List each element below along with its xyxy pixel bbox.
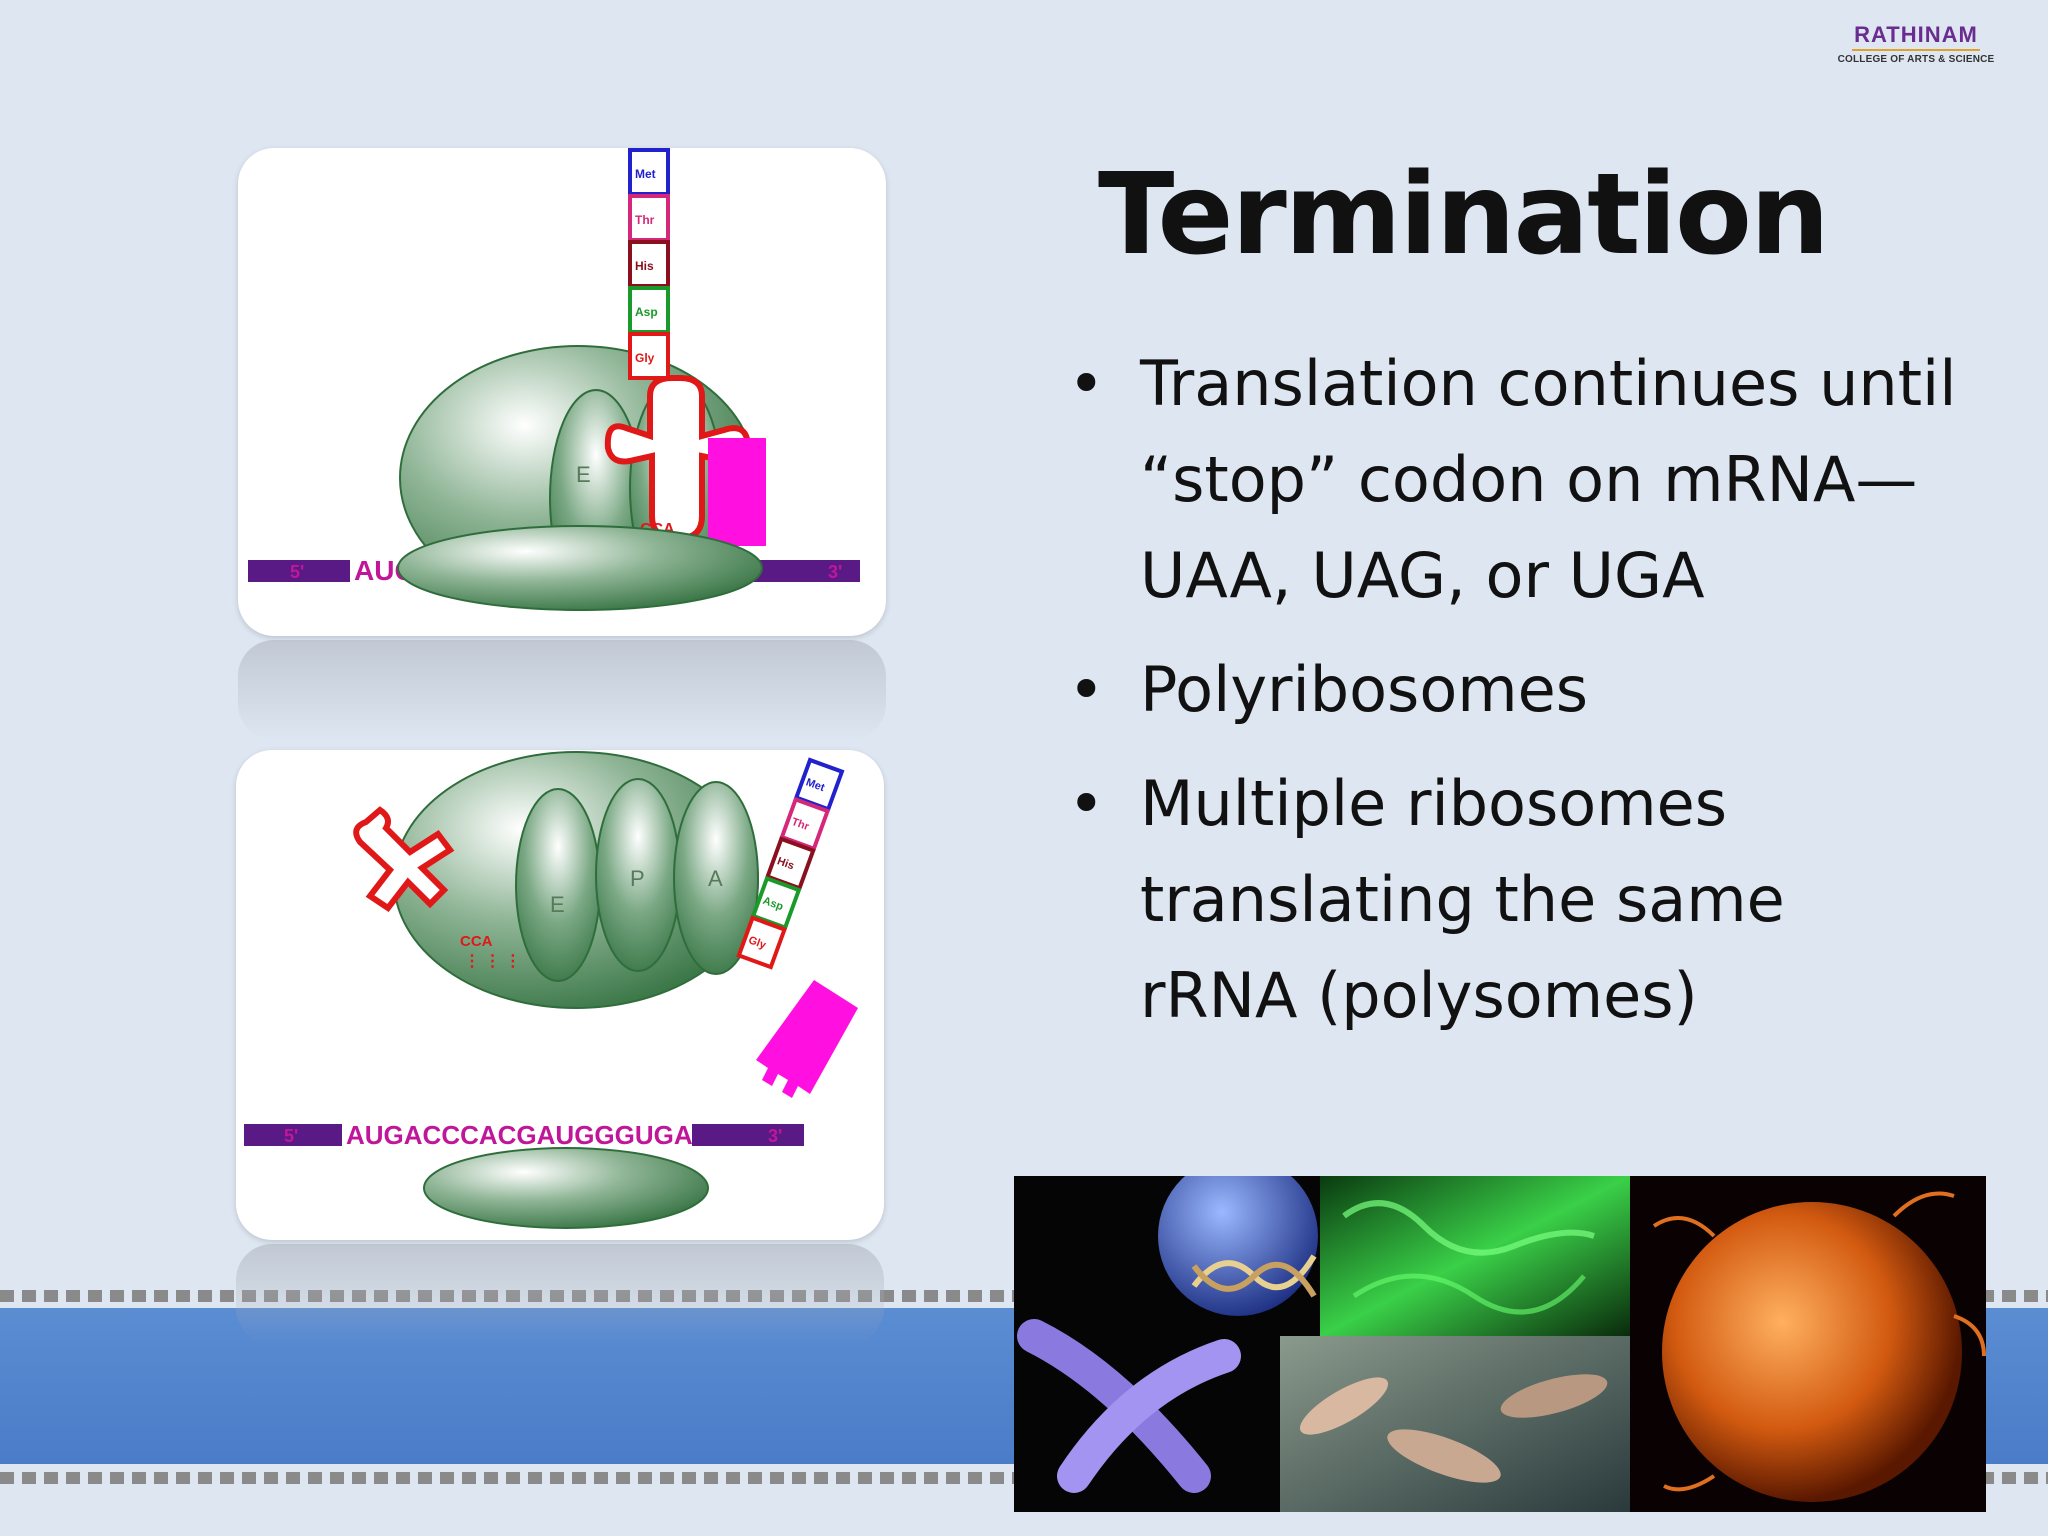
released-trna-icon <box>353 806 455 913</box>
amino-acid-his: His <box>635 259 654 273</box>
amino-acid-gly: Gly <box>747 934 769 952</box>
amino-acid-asp: Asp <box>635 305 658 319</box>
logo-name: RATHINAM <box>1852 22 1980 51</box>
site-a-label: A <box>708 866 723 891</box>
slide-title: Termination <box>1098 150 1830 280</box>
three-prime-label: 3' <box>828 562 842 582</box>
amino-acid-his: His <box>775 855 795 872</box>
ribosome-diagram-top: 5' 3' AUGACCCA E P CCA Met Thr <box>248 148 860 611</box>
amino-acid-gly: Gly <box>635 351 655 365</box>
released-peptide-chain: Met Thr His Asp Gly <box>736 757 845 970</box>
small-subunit <box>397 525 763 611</box>
anticodon-label: CCA <box>460 933 493 950</box>
chromosome <box>1017 1319 1241 1493</box>
three-prime-label: 3' <box>768 1126 782 1146</box>
amino-acid-thr: Thr <box>790 816 811 834</box>
bullet-item: • Polyribosomes <box>1060 642 1960 738</box>
bullet-icon: • <box>1068 767 1105 840</box>
cell-sphere <box>1662 1202 1962 1502</box>
site-e-label: E <box>550 892 565 917</box>
collage-image <box>1014 1176 1986 1512</box>
panel-reflection-bottom <box>236 1244 884 1344</box>
panel-reflection-top <box>238 640 886 740</box>
site-e-label: E <box>576 462 591 487</box>
release-factor <box>756 980 858 1098</box>
bullet-text: Multiple ribosomes translating the same … <box>1140 767 1785 1032</box>
cell-biology-collage <box>1014 1176 1986 1512</box>
translation-diagram-bottom: E P A CCA ⋮ ⋮ ⋮ Met Thr His Asp Gly <box>236 750 884 1240</box>
logo-subtitle: COLLEGE OF ARTS & SCIENCE <box>1837 54 1995 65</box>
small-subunit <box>423 1147 709 1229</box>
site-p-label: P <box>630 866 645 891</box>
bullet-text: Polyribosomes <box>1140 653 1589 726</box>
bullet-icon: • <box>1068 347 1105 420</box>
bullet-item: • Translation continues until “stop” cod… <box>1060 336 1960 624</box>
green-cells-photo <box>1320 1176 1630 1336</box>
college-logo: RATHINAM COLLEGE OF ARTS & SCIENCE <box>1836 22 1996 65</box>
translation-diagram-top: 5' 3' AUGACCCA E P CCA Met Thr <box>238 148 886 636</box>
bullet-list: • Translation continues until “stop” cod… <box>1060 336 1960 1062</box>
bullet-icon: • <box>1068 653 1105 726</box>
peptide-chain: Met Thr His Asp Gly <box>628 148 670 380</box>
amino-acid-met: Met <box>635 167 656 181</box>
bullet-item: • Multiple ribosomes translating the sam… <box>1060 756 1960 1044</box>
svg-text:⋮ ⋮ ⋮: ⋮ ⋮ ⋮ <box>464 953 521 970</box>
mrna-sequence: AUGACCCACGAUGGGUGA <box>346 1120 693 1150</box>
five-prime-label: 5' <box>290 562 304 582</box>
ribosome-diagram-bottom: E P A CCA ⋮ ⋮ ⋮ Met Thr His Asp Gly <box>244 751 858 1229</box>
bullet-text: Translation continues until “stop” codon… <box>1140 347 1957 612</box>
amino-acid-thr: Thr <box>635 213 655 227</box>
five-prime-label: 5' <box>284 1126 298 1146</box>
release-factor <box>708 438 766 546</box>
